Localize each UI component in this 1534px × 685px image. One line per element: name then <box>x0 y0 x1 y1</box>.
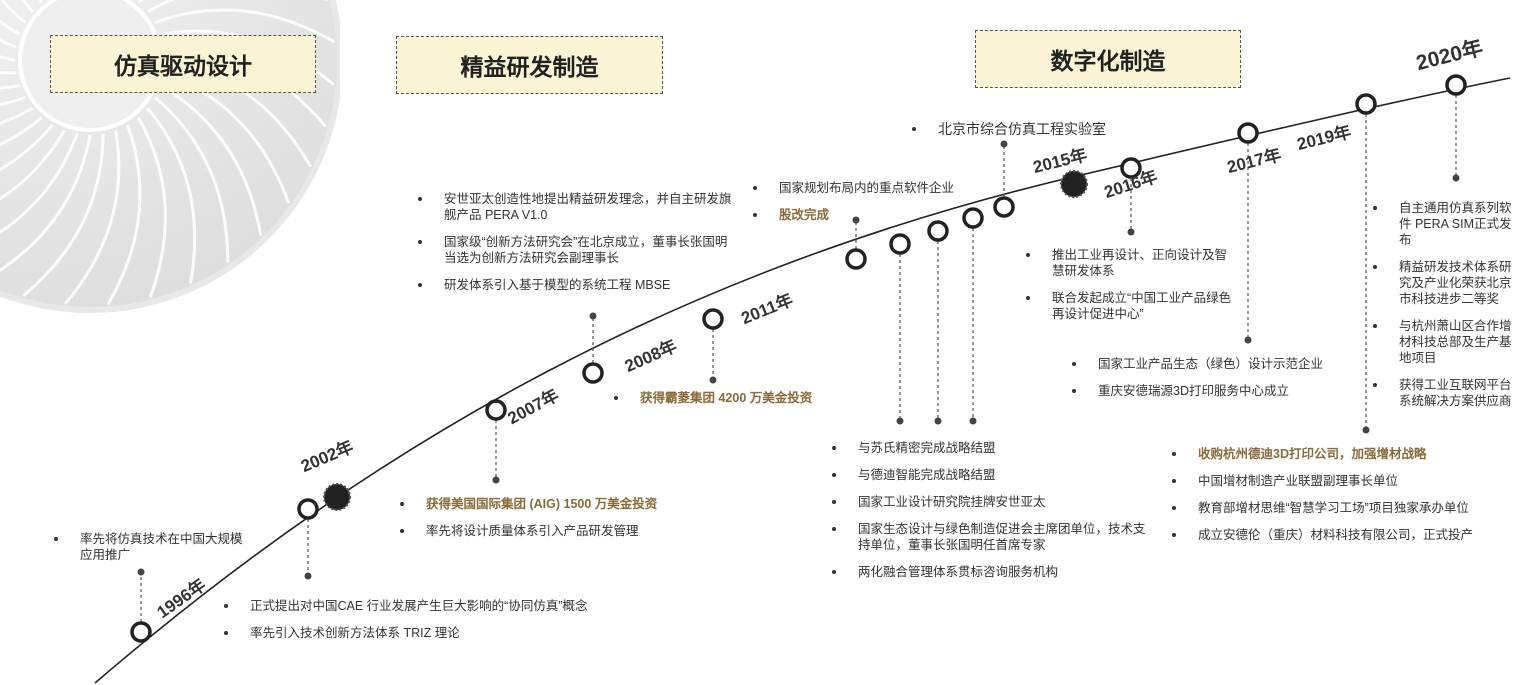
events-2016: 推出工业再设计、正向设计及智慧研发体系 联合发起成立“中国工业产品绿色再设计促进… <box>1024 247 1234 333</box>
event-item: 北京市综合仿真工程实验室 <box>910 121 1170 137</box>
fan-blade <box>0 123 54 172</box>
fan-blade <box>64 130 121 305</box>
connector-end-dot <box>1000 140 1008 148</box>
milestone-dot-filled <box>1060 170 1088 198</box>
milestone-circle <box>889 233 911 255</box>
milestone-circle <box>702 308 724 330</box>
events-2007: 安世亚太创造性地提出精益研发理念，并自主研发旗舰产品 PERA V1.0 国家级… <box>416 191 738 304</box>
phase-digital-manufacturing: 数字化制造 <box>975 30 1241 88</box>
events-1996-right: 正式提出对中国CAE 行业发展产生巨大影响的“协同仿真”概念 率先引入技术创新方… <box>222 598 642 652</box>
fan-blade <box>0 106 34 125</box>
fan-blade <box>0 133 79 235</box>
event-item: 推出工业再设计、正向设计及智慧研发体系 <box>1024 247 1234 279</box>
fan-blade <box>0 0 27 24</box>
fan-blade <box>146 107 197 284</box>
event-item: 正式提出对中国CAE 行业发展产生巨大影响的“协同仿真”概念 <box>222 598 642 614</box>
event-item: 与德迪智能完成战略结盟 <box>830 467 1150 483</box>
connector-end-dot <box>492 476 500 484</box>
events-2008: 获得霸菱集团 4200 万美金投资 <box>612 390 872 417</box>
milestone-circle <box>485 399 507 421</box>
fan-blade <box>0 116 43 147</box>
milestone-circle <box>1355 93 1377 115</box>
event-item: 获得工业互联网平台系统解决方案供应商 <box>1371 377 1519 409</box>
milestone-circle <box>582 362 604 384</box>
milestone-circle <box>845 248 867 270</box>
fan-blade <box>136 116 167 299</box>
event-item: 联合发起成立“中国工业产品绿色再设计促进中心” <box>1024 290 1234 322</box>
event-item: 国家工业设计研究院挂牌安世亚太 <box>830 494 1150 510</box>
event-item-highlight: 收购杭州德迪3D打印公司，加强增材战略 <box>1170 446 1500 462</box>
connector-end-dot <box>1362 426 1370 434</box>
event-item: 国家级“创新方法研究会”在北京成立，董事长张国明 当选为创新方法研究会副理事长 <box>416 234 738 266</box>
event-item: 自主通用仿真系列软件 PERA SIM正式发布 <box>1371 200 1519 248</box>
milestone-circle <box>993 196 1015 218</box>
milestone-circle <box>962 207 984 229</box>
milestone-circle <box>1445 74 1467 96</box>
milestone-circle <box>927 220 949 242</box>
event-item-highlight: 获得霸菱集团 4200 万美金投资 <box>612 390 872 406</box>
event-item: 重庆安德瑞源3D打印服务中心成立 <box>1070 383 1370 399</box>
fan-blade <box>22 133 105 297</box>
milestone-dot-filled <box>323 483 351 511</box>
event-item: 率先将仿真技术在中国大规模应用推广 <box>52 531 252 563</box>
event-item: 率先将设计质量体系引入产品研发管理 <box>398 523 728 539</box>
milestone-circle <box>1237 122 1259 144</box>
phase-lean-rd-manufacturing: 精益研发制造 <box>396 36 663 94</box>
fan-blade <box>159 84 263 236</box>
fan-blade <box>106 124 142 306</box>
fan-blade <box>0 134 92 273</box>
connector-end-dot <box>137 568 145 576</box>
events-2020: 自主通用仿真系列软件 PERA SIM正式发布 精益研发技术体系研究及产业化荣获… <box>1371 200 1519 420</box>
event-item: 教育部增材思维“智慧学习工场”项目独家承办单位 <box>1170 500 1500 516</box>
phase-simulation-driven-design: 仿真驱动设计 <box>50 35 316 93</box>
events-1996-left: 率先将仿真技术在中国大规模应用推广 <box>52 531 252 574</box>
fan-blade <box>153 96 230 263</box>
event-item: 率先引入技术创新方法体系 TRIZ 理论 <box>222 625 642 641</box>
milestone-circle <box>130 621 152 643</box>
event-item: 中国增材制造产业联盟副理事长单位 <box>1170 473 1500 489</box>
connector-end-dot <box>1452 174 1460 182</box>
events-2019: 收购杭州德迪3D打印公司，加强增材战略 中国增材制造产业联盟副理事长单位 教育部… <box>1170 446 1500 554</box>
connector-end-dot <box>589 312 597 320</box>
connector-end-dot <box>709 376 717 384</box>
event-item-highlight: 获得美国国际集团 (AIG) 1500 万美金投资 <box>398 496 728 512</box>
event-item-highlight: 股改完成 <box>751 207 981 223</box>
events-2011-top: 国家规划布局内的重点软件企业 股改完成 <box>751 180 981 234</box>
event-item: 与苏氏精密完成战略结盟 <box>830 440 1150 456</box>
fan-blade <box>146 0 328 14</box>
events-2011-bottom: 与苏氏精密完成战略结盟 与德迪智能完成战略结盟 国家工业设计研究院挂牌安世亚太 … <box>830 440 1150 591</box>
event-item: 成立安德伦（重庆）材料科技有限公司，正式投产 <box>1170 527 1500 543</box>
events-2002: 获得美国国际集团 (AIG) 1500 万美金投资 率先将设计质量体系引入产品研… <box>398 496 728 550</box>
event-item: 与杭州萧山区合作增材科技总部及生产基地项目 <box>1371 318 1519 366</box>
events-2015: 北京市综合仿真工程实验室 <box>910 121 1170 148</box>
event-item: 安世亚太创造性地提出精益研发理念，并自主研发旗舰产品 PERA V1.0 <box>416 191 738 223</box>
event-item: 两化融合管理体系贯标咨询服务机构 <box>830 564 1150 580</box>
event-item: 国家工业产品生态（绿色）设计示范企业 <box>1070 356 1370 372</box>
fan-blade <box>154 8 336 44</box>
event-item: 国家规划布局内的重点软件企业 <box>751 180 981 196</box>
connector-end-dot <box>896 417 904 425</box>
connector-end-dot <box>304 572 312 580</box>
milestone-circle <box>297 498 319 520</box>
fan-blade <box>0 129 66 201</box>
fan-blade <box>0 96 26 107</box>
connector-end-dot <box>934 417 942 425</box>
connector-end-dot <box>1127 228 1135 236</box>
fan-blade <box>0 19 21 36</box>
event-item: 精益研发技术体系研究及产业化荣获北京市科技进步二等奖 <box>1371 259 1519 307</box>
event-item: 国家生态设计与绿色制造促进会主席团单位，技术支持单位，董事长张国明任首席专家 <box>830 521 1150 553</box>
connector-end-dot <box>969 417 977 425</box>
connector-end-dot <box>852 216 860 224</box>
event-item: 研发体系引入基于模型的系统工程 MBSE <box>416 277 738 293</box>
events-2017: 国家工业产品生态（绿色）设计示范企业 重庆安德瑞源3D打印服务中心成立 <box>1070 356 1370 410</box>
connector-end-dot <box>1244 336 1252 344</box>
milestone-circle <box>1120 157 1142 179</box>
